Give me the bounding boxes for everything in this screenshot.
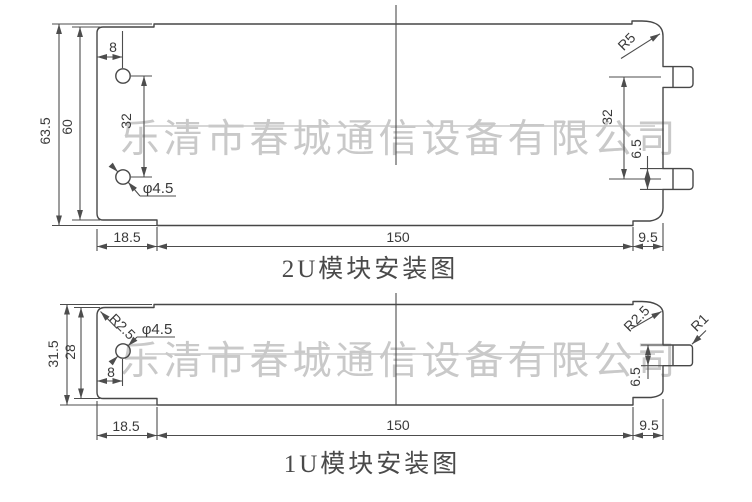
mounting-hole-1u [115, 343, 131, 359]
dim-right-flange-2u: 9.5 [638, 229, 658, 245]
dim-hole-diameter-2u: φ4.5 [143, 180, 174, 197]
leader-hole-dia-1u [127, 336, 138, 347]
leader-tab-radius-1u [691, 330, 707, 345]
dim-inner-height-1u: 28 [62, 344, 78, 360]
drawing-1u: 乐清市春城通信设备有限公司 31.5 28 R2.5 φ4.5 8 R2.5 [45, 293, 712, 478]
dim-total-height-2u: 63.5 [37, 117, 53, 144]
dim-corner-radius-right-1u: R2.5 [620, 302, 652, 334]
leader-corner-radius-2u [620, 33, 661, 59]
dim-inner-height-2u: 60 [59, 119, 75, 135]
dim-body-width-1u: 150 [386, 417, 410, 433]
leader-hole-dia-1u [108, 355, 119, 366]
mounting-hole-bottom [115, 169, 131, 185]
dim-tab-spacing-2u: 32 [599, 109, 615, 125]
dim-body-width-2u: 150 [386, 229, 410, 245]
plate-outline-2u [96, 20, 694, 227]
dim-tab-height-2u: 6.5 [628, 139, 644, 159]
plate-outline-1u [96, 300, 694, 406]
leader-hole-dia-2u [108, 162, 119, 173]
leader-corner-radius-left-1u [100, 311, 118, 329]
dim-hole-offset-2u: 8 [109, 39, 117, 55]
watermark-text-2u: 乐清市春城通信设备有限公司 [120, 118, 679, 161]
title-2u: 2U模块安装图 [282, 255, 459, 283]
dim-hole-offset-1u: 8 [107, 364, 115, 380]
leader-hole-dia-2u [127, 181, 141, 197]
dim-total-height-1u: 31.5 [45, 340, 61, 367]
dim-left-flange-1u: 18.5 [112, 418, 139, 434]
dim-corner-radius-left-1u: R2.5 [106, 310, 138, 342]
dim-tab-height-1u: 6.5 [627, 367, 643, 387]
dim-left-flange-2u: 18.5 [113, 229, 140, 245]
dim-hole-spacing-2u: 32 [118, 113, 134, 129]
mounting-hole-top [115, 68, 131, 84]
leader-corner-radius-right-1u [630, 311, 662, 330]
dim-hole-diameter-1u: φ4.5 [142, 321, 173, 338]
drawing-2u: 乐清市春城通信设备有限公司 63.5 60 8 32 φ4.5 [37, 5, 694, 283]
watermark-text-1u: 乐清市春城通信设备有限公司 [120, 340, 679, 383]
dim-right-flange-1u: 9.5 [639, 417, 659, 433]
dim-tab-radius-1u: R1 [687, 310, 711, 334]
title-1u: 1U模块安装图 [284, 450, 461, 478]
